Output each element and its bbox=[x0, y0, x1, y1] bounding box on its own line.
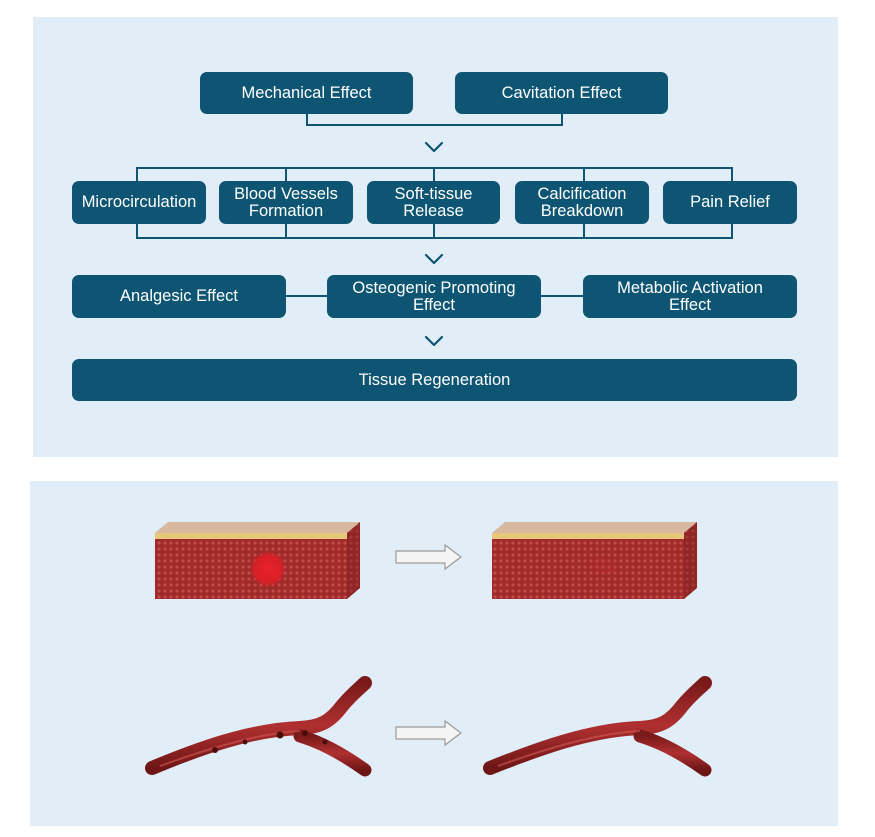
node-blood-vessels-formation: Blood Vessels Formation bbox=[219, 181, 353, 224]
connector-line bbox=[561, 113, 563, 126]
connector-line bbox=[306, 113, 308, 126]
tissue-block-healed-icon bbox=[492, 522, 697, 599]
blood-vessel-with-clots-icon bbox=[145, 676, 372, 777]
blood-vessel-cleared-icon bbox=[483, 676, 712, 777]
node-pain-relief: Pain Relief bbox=[663, 181, 797, 224]
connector-line bbox=[285, 295, 329, 297]
node-analgesic-effect: Analgesic Effect bbox=[72, 275, 286, 318]
arrow-right-icon bbox=[395, 719, 462, 747]
connector-line bbox=[306, 124, 563, 126]
arrow-right-icon bbox=[395, 543, 462, 571]
node-cavitation-effect: Cavitation Effect bbox=[455, 72, 668, 114]
node-metabolic-activation-effect: Metabolic Activation Effect bbox=[583, 275, 797, 318]
node-calcification-breakdown: Calcification Breakdown bbox=[515, 181, 649, 224]
node-microcirculation: Microcirculation bbox=[72, 181, 206, 224]
chevron-down-icon bbox=[424, 253, 444, 265]
connector-line bbox=[540, 295, 584, 297]
node-mechanical-effect: Mechanical Effect bbox=[200, 72, 413, 114]
chevron-down-icon bbox=[424, 141, 444, 153]
node-soft-tissue-release: Soft-tissue Release bbox=[367, 181, 500, 224]
node-osteogenic-promoting-effect: Osteogenic Promoting Effect bbox=[327, 275, 541, 318]
node-tissue-regeneration: Tissue Regeneration bbox=[72, 359, 797, 401]
chevron-down-icon bbox=[424, 335, 444, 347]
tissue-block-with-lesion-icon bbox=[155, 522, 360, 599]
